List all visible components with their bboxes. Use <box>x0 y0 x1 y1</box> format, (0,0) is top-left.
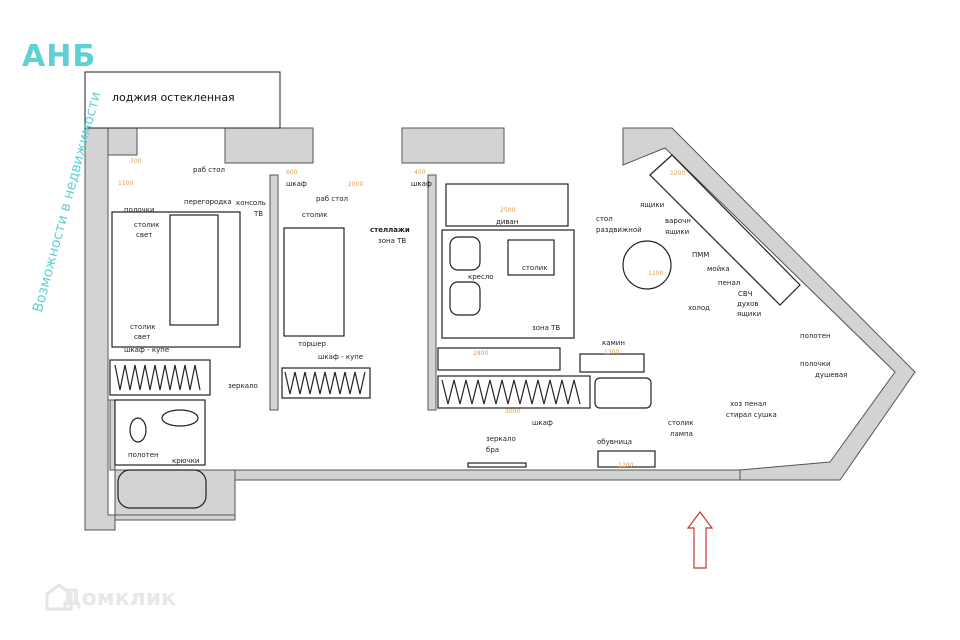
dining-table <box>622 240 672 290</box>
label-dishwasher: ПММ <box>692 251 710 259</box>
label-closet-2: шкаф <box>411 180 432 188</box>
label-table: стол <box>596 215 613 223</box>
label-mirror: зеркало <box>228 382 258 390</box>
label-lamp: лампа <box>670 430 693 438</box>
fireplace <box>579 353 645 373</box>
label-console: консоль <box>236 199 266 207</box>
label-side-table: столик <box>302 211 328 219</box>
label-wardrobe-2: шкаф - купе <box>318 353 364 361</box>
label-tv: ТВ <box>254 210 264 218</box>
label-pantry: пенал <box>718 279 741 287</box>
label-shelves: полочки <box>124 206 155 214</box>
dim: 1200 <box>618 462 634 469</box>
agency-logo: АНБ <box>22 39 97 74</box>
label-sofa: диван <box>496 218 519 226</box>
wall-partition-1 <box>269 174 279 411</box>
dim: 600 <box>286 169 298 176</box>
label-extendable: раздвижной <box>596 226 642 234</box>
entrance-arrow-icon <box>686 511 714 569</box>
hall-sofa <box>594 377 652 409</box>
dim: 1200 <box>648 270 664 277</box>
bathtub <box>117 469 207 509</box>
label-drawers-3: ящики <box>737 310 762 318</box>
label-armchair: кресло <box>468 273 494 281</box>
label-towel: полотен <box>128 451 159 459</box>
dim: 700 <box>130 158 142 165</box>
wall-kitchen-diagonal <box>622 127 916 481</box>
rug <box>441 229 575 339</box>
label-desk-2: раб стол <box>316 195 348 203</box>
label-oven: духов <box>737 300 759 308</box>
label-fridge: холод <box>688 304 711 312</box>
label-towel-2: полотен <box>800 332 831 340</box>
label-shoe-rack: обувница <box>597 438 633 446</box>
label-shower: душевая <box>815 371 848 379</box>
shoe-rack <box>597 450 656 468</box>
label-light: свет <box>136 231 153 239</box>
pillar-1 <box>224 127 314 164</box>
label-coffee-table: столик <box>522 264 548 272</box>
tv-console <box>437 347 561 371</box>
dim: 2800 <box>473 350 489 357</box>
bed <box>111 211 241 348</box>
dim: 3000 <box>505 408 521 415</box>
label-shelving: стеллажи <box>370 226 410 234</box>
bathroom-box <box>114 399 206 466</box>
label-hooks: крючки <box>172 457 200 465</box>
label-tv-zone-2: зона ТВ <box>532 324 561 332</box>
wardrobe-study <box>281 367 371 399</box>
label-closet-1: шкаф <box>286 180 307 188</box>
pillar-2 <box>401 127 505 164</box>
dim: 1300 <box>604 349 620 356</box>
label-sconce: бра <box>486 446 500 454</box>
label-wardrobe: шкаф - купе <box>124 346 170 354</box>
label-drawers-2: ящики <box>665 228 690 236</box>
label-desk: раб стол <box>193 166 225 174</box>
domclick-logo-icon <box>45 583 73 611</box>
label-shelves-2: полочки <box>800 360 831 368</box>
wardrobe-bedroom <box>109 359 211 396</box>
label-partition: перегородка <box>184 198 232 206</box>
dim: 1100 <box>118 180 134 187</box>
label-closet-3: шкаф <box>532 419 553 427</box>
label-mirror-2: зеркало <box>486 435 516 443</box>
armchair-2 <box>449 281 481 316</box>
coffee-table <box>507 239 555 276</box>
sofa <box>445 183 569 227</box>
wardrobe-living <box>437 375 591 409</box>
dim: 2000 <box>348 181 364 188</box>
label-floor-lamp: торшер <box>298 340 326 348</box>
label-sink: мойка <box>707 265 730 273</box>
label-utility: хоз пенал <box>730 400 767 408</box>
label-laundry: стирал сушка <box>726 411 777 419</box>
label-microwave: СВЧ <box>738 290 753 298</box>
wall-partition-2 <box>427 174 437 411</box>
sink <box>161 409 199 427</box>
label-nightstand-2: столик <box>130 323 156 331</box>
mirror <box>467 462 527 468</box>
watermark: Домклик <box>62 586 177 611</box>
label-tv-zone: зона ТВ <box>378 237 407 245</box>
dim: 450 <box>414 169 426 176</box>
label-hob: варочн <box>665 217 691 225</box>
label-side-table-2: столик <box>668 419 694 427</box>
kitchen-counter <box>649 154 801 306</box>
study-sofa <box>283 227 345 337</box>
loggia-label: лоджия остекленная <box>112 91 235 104</box>
loggia <box>84 71 281 129</box>
dim: 2500 <box>500 207 516 214</box>
armchair-1 <box>449 236 481 271</box>
label-drawers: ящики <box>640 201 665 209</box>
dim: 1200 <box>670 170 686 177</box>
label-light-2: свет <box>134 333 151 341</box>
label-fireplace: камин <box>602 339 625 347</box>
label-nightstand: столик <box>134 221 160 229</box>
toilet <box>129 417 147 443</box>
